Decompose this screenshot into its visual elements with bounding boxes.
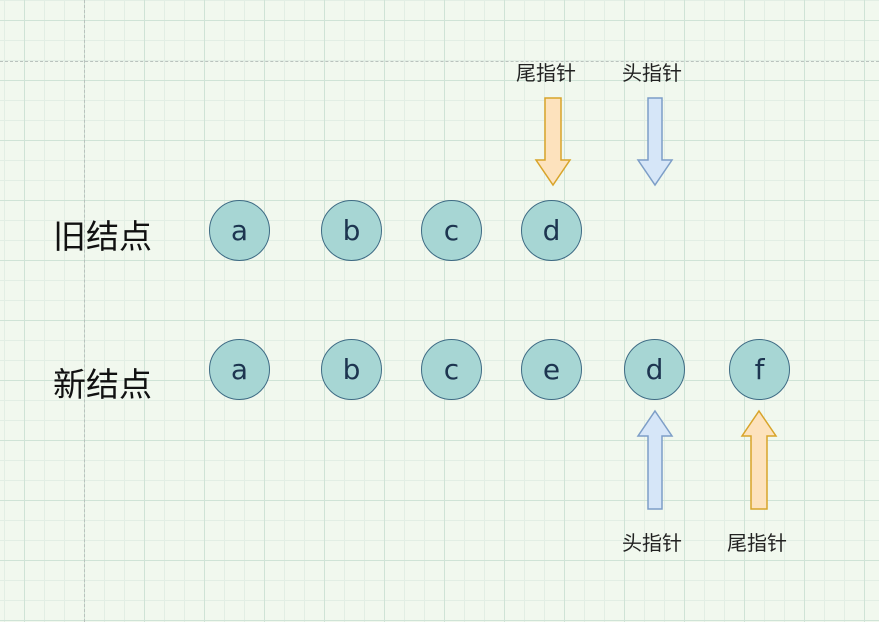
old-tail-down-arrow-icon [534, 97, 572, 187]
old-head-pointer-label: 头指针 [622, 61, 682, 85]
old-node-b: b [321, 200, 382, 261]
new-node-b: b [321, 339, 382, 400]
new-node-c: c [421, 339, 482, 400]
new-nodes-label: 新结点 [53, 365, 152, 404]
old-nodes-label: 旧结点 [53, 217, 152, 256]
old-node-d: d [521, 200, 582, 261]
old-tail-pointer-label: 尾指针 [516, 61, 576, 85]
old-node-a: a [209, 200, 270, 261]
new-tail-up-arrow-icon [740, 409, 778, 510]
new-head-pointer-label: 头指针 [622, 531, 682, 555]
new-tail-pointer-label: 尾指针 [727, 531, 787, 555]
new-node-f: f [729, 339, 790, 400]
old-node-c: c [421, 200, 482, 261]
new-head-up-arrow-icon [636, 409, 674, 510]
new-node-a: a [209, 339, 270, 400]
old-head-down-arrow-icon [636, 97, 674, 187]
horizontal-guide-line [0, 61, 879, 62]
new-node-d: d [624, 339, 685, 400]
new-node-e: e [521, 339, 582, 400]
vertical-guide-line [84, 0, 85, 622]
